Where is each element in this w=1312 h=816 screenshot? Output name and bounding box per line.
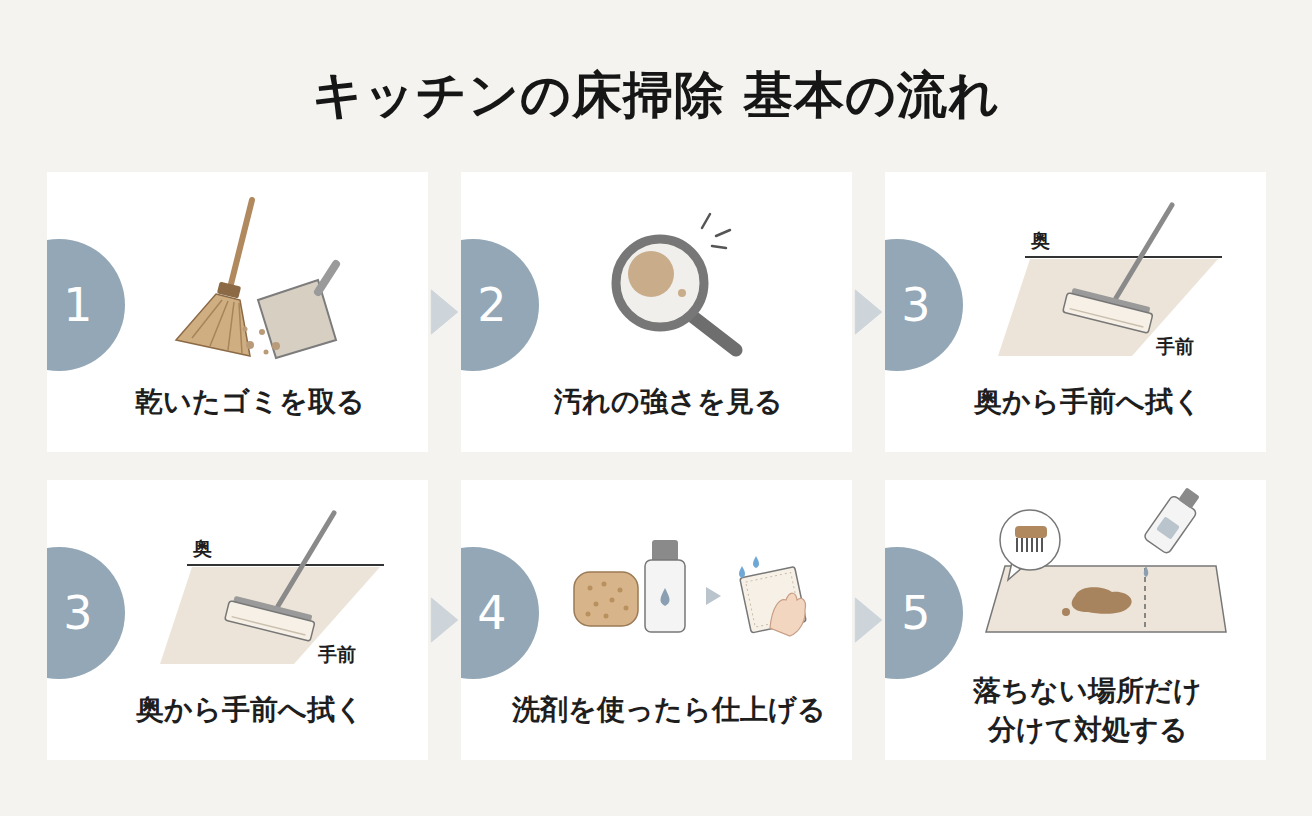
detergent-wipe-icon-part [618, 588, 623, 593]
detergent-wipe-icon-part [604, 614, 609, 619]
stain-treatment-icon-part [1000, 510, 1060, 570]
stain-treatment-icon [986, 483, 1226, 632]
step-number-badge: 4 [461, 547, 539, 679]
step-card: 奥から手前へ拭く 3 [47, 480, 428, 760]
step-number: 3 [63, 586, 92, 640]
magnifier-icon-part [702, 214, 730, 248]
detergent-wipe-icon-part [706, 587, 721, 605]
detergent-wipe-icon-part [586, 612, 591, 617]
stain-treatment-icon-part [1156, 516, 1180, 539]
step-number: 3 [901, 278, 930, 332]
step-card: 落ちない場所だけ 分けて対処する 5 [885, 480, 1266, 760]
step-caption: 奥から手前へ拭く [81, 668, 418, 752]
detergent-wipe-icon-part [602, 582, 607, 587]
step-number-badge: 3 [885, 239, 963, 371]
stain-treatment-icon-part [1062, 608, 1070, 616]
step-number-badge: 3 [47, 547, 125, 679]
magnifier-icon-part [616, 239, 704, 327]
step-caption: 洗剤を使ったら仕上げる [495, 668, 842, 752]
broom-dustpan-icon-part [243, 327, 248, 332]
step-caption: 落ちない場所だけ 分けて対処する [919, 668, 1256, 752]
step-number-badge: 2 [461, 239, 539, 371]
diagram-title: キッチンの床掃除 基本の流れ [0, 62, 1312, 129]
flow-chevron [855, 598, 881, 642]
step-number-badge: 1 [47, 239, 125, 371]
broom-dustpan-icon-part [318, 264, 336, 292]
magnifier-icon-part [678, 289, 686, 297]
broom-dustpan-icon-part [259, 329, 265, 335]
step-card: 乾いたゴミを取る 1 [47, 172, 428, 452]
step-card: 汚れの強さを見る 2 [461, 172, 852, 452]
broom-dustpan-icon-part [192, 300, 242, 354]
stain-treatment-icon-part [1072, 587, 1132, 614]
detergent-wipe-icon-part [574, 572, 638, 626]
broom-dustpan-icon-part [246, 341, 254, 349]
stain-treatment-icon-part [1015, 526, 1047, 538]
flow-chevron [431, 290, 457, 334]
flow-chevron [431, 598, 457, 642]
broom-dustpan-icon-part [229, 200, 252, 292]
stain-treatment-icon-part [1144, 566, 1149, 577]
step-number-badge: 5 [885, 547, 963, 679]
step-number: 1 [63, 278, 92, 332]
flow-chevron [855, 290, 881, 334]
detergent-wipe-icon [574, 540, 806, 636]
stain-treatment-icon-part [986, 566, 1226, 632]
direction-label: 奥 [193, 536, 212, 562]
step-caption: 奥から手前へ拭く [919, 360, 1256, 444]
step-number: 5 [901, 586, 930, 640]
step-number: 2 [477, 278, 506, 332]
step-number: 4 [477, 586, 506, 640]
step-caption: 汚れの強さを見る [495, 360, 842, 444]
card-backgrounds [47, 172, 1266, 760]
magnifier-icon-part [628, 251, 674, 297]
broom-dustpan-icon-part [264, 350, 269, 355]
broom-dustpan-icon [176, 200, 336, 358]
direction-label: 手前 [1156, 334, 1194, 360]
detergent-wipe-icon-part [610, 598, 615, 603]
mop-floor-icon-part [160, 513, 384, 664]
magnifier-icon-part [692, 316, 736, 350]
detergent-wipe-icon-part [588, 586, 593, 591]
direction-label: 手前 [318, 642, 356, 668]
stain-treatment-icon-part [1017, 538, 1042, 552]
detergent-wipe-icon-part [770, 593, 805, 636]
broom-dustpan-icon-part [258, 280, 336, 358]
detergent-wipe-icon-part [645, 560, 685, 632]
detergent-wipe-icon-part [624, 606, 629, 611]
stain-treatment-icon-part [1144, 568, 1146, 630]
step-card: 洗剤を使ったら仕上げる 4 [461, 480, 852, 760]
mop-floor-icon-part [998, 205, 1222, 356]
direction-label: 奥 [1031, 228, 1050, 254]
stain-treatment-icon-part [1178, 487, 1200, 508]
step-card: 奥から手前へ拭く 3 [885, 172, 1266, 452]
detergent-wipe-icon-part [660, 588, 669, 606]
broom-dustpan-icon-part [272, 342, 280, 350]
step-caption: 乾いたゴミを取る [81, 360, 418, 444]
detergent-wipe-icon-part [753, 556, 759, 568]
broom-dustpan-icon-part [176, 294, 250, 356]
stain-treatment-icon-part [1143, 483, 1205, 554]
detergent-wipe-icon-part [739, 566, 745, 578]
detergent-wipe-icon-part [652, 540, 678, 562]
detergent-wipe-icon-part [586, 582, 629, 619]
detergent-wipe-icon-part [594, 602, 599, 607]
magnifier-icon [616, 214, 736, 350]
